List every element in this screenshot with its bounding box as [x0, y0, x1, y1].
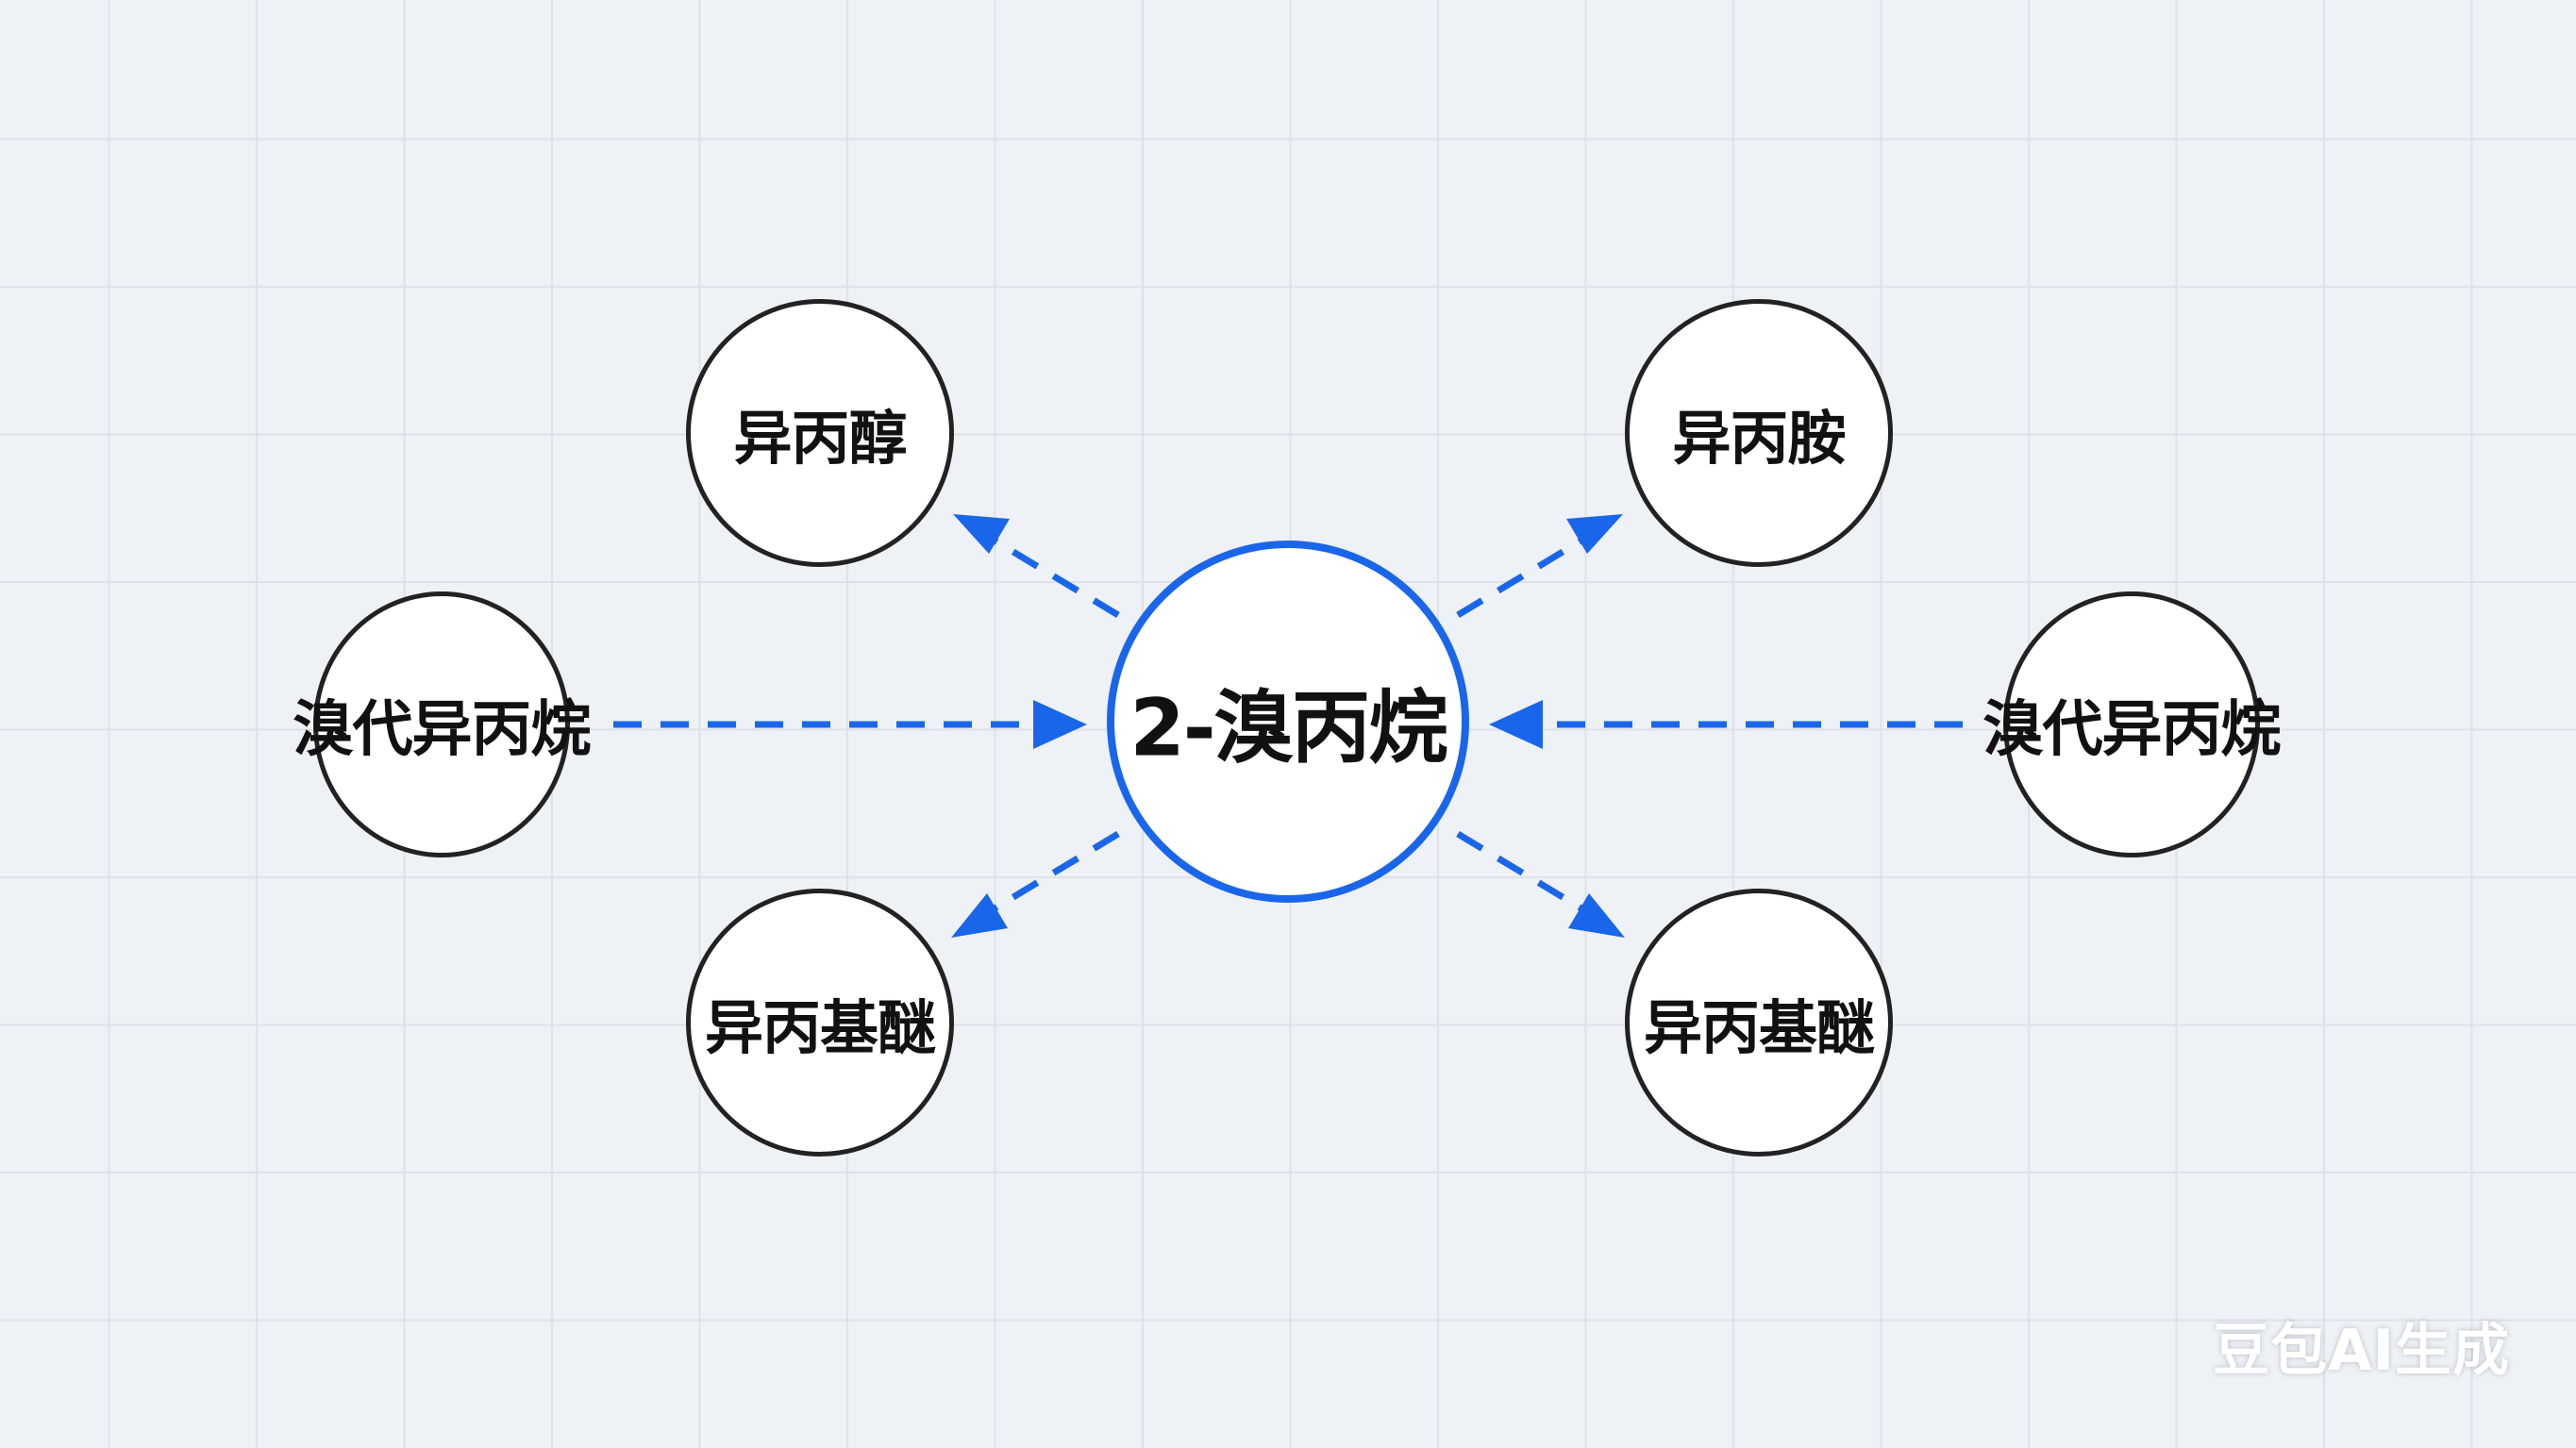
node-mid-right[interactable]: 溴代异丙烷 [1983, 591, 2282, 857]
node-center[interactable]: 2-溴丙烷 [1107, 541, 1469, 903]
node-bottom-left[interactable]: 异丙基醚 [686, 889, 954, 1157]
edge-center-to-bottom-right [1456, 831, 1625, 938]
edge-center-to-bottom-left [951, 831, 1120, 938]
edge-mid-left-to-center [613, 700, 1087, 749]
node-top-right[interactable]: 异丙胺 [1625, 299, 1893, 567]
node-top-left[interactable]: 异丙醇 [686, 299, 954, 567]
edge-center-to-top-left [953, 514, 1120, 618]
node-bottom-right[interactable]: 异丙基醚 [1625, 889, 1893, 1157]
center-node-label: 2-溴丙烷 [1129, 681, 1447, 774]
node-label: 异丙基醚 [704, 993, 936, 1062]
node-label: 异丙胺 [1672, 404, 1846, 473]
node-label: 异丙醇 [733, 404, 907, 473]
edge-center-to-top-right [1456, 514, 1623, 618]
edge-mid-right-to-center [1489, 700, 1963, 749]
node-mid-left[interactable]: 溴代异丙烷 [293, 591, 592, 857]
watermark-text: 豆包AI生成 [2213, 1318, 2510, 1384]
node-label: 溴代异丙烷 [1982, 695, 2282, 765]
node-label: 溴代异丙烷 [293, 695, 592, 765]
node-label: 异丙基醚 [1643, 993, 1875, 1062]
